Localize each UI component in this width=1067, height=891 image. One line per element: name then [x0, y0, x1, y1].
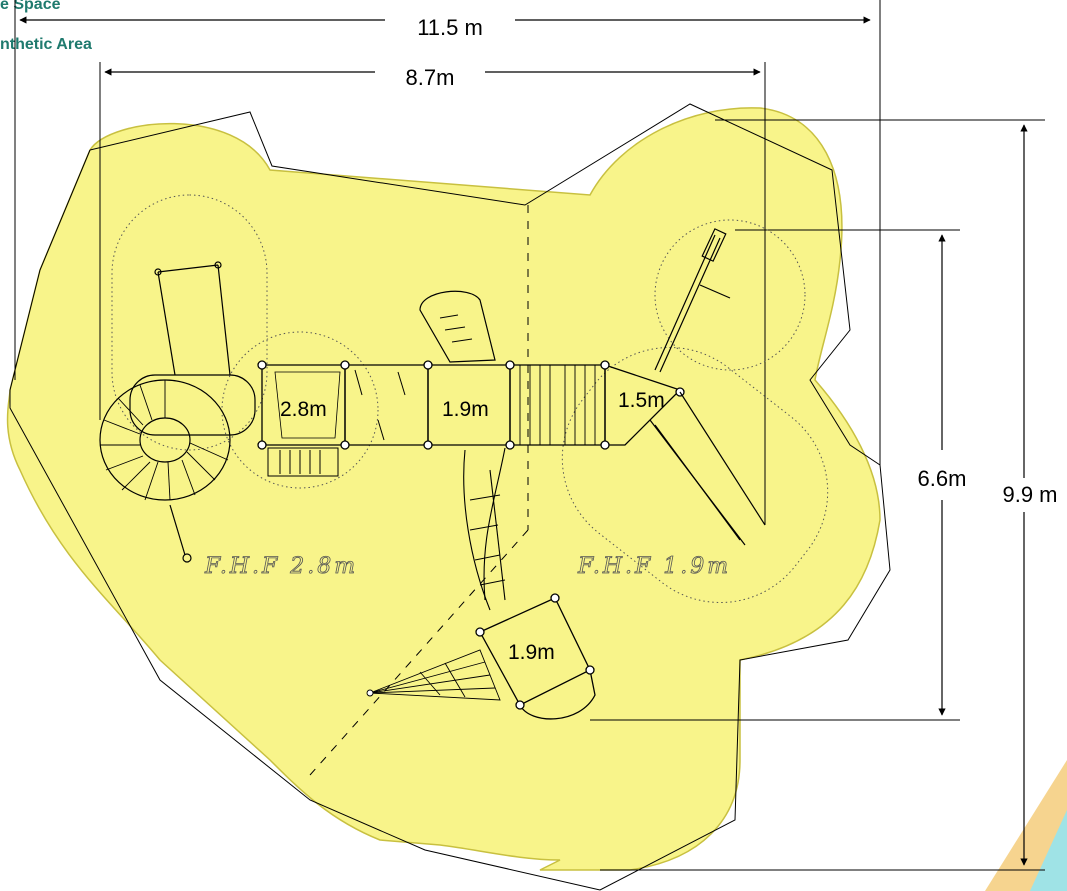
wave-slide	[419, 290, 496, 363]
safety-zone	[6, 107, 881, 871]
height-label-lower-deck: 1.9m	[508, 641, 555, 664]
dim-structure-width: 8.7m	[406, 65, 455, 90]
height-label-left-tower: 2.8m	[280, 398, 327, 421]
use-zones	[111, 194, 829, 604]
height-label-right-deck: 1.5m	[618, 389, 665, 412]
ramp-poles	[649, 391, 766, 546]
fall-height-label-left: F.H.F 2.8m	[204, 554, 358, 579]
dim-overall-depth: 9.9 m	[1002, 482, 1057, 507]
corner-accent-teal	[1030, 810, 1067, 891]
lower-deck	[475, 593, 596, 720]
dim-overall-width: 11.5 m	[417, 15, 483, 40]
use-zone-ramp	[561, 346, 829, 604]
use-zone-climber	[654, 219, 806, 371]
legend-synthetic-area: nthetic Area	[0, 36, 92, 53]
left-ladder	[154, 261, 231, 376]
right-deck	[604, 364, 682, 446]
left-steps	[267, 447, 339, 477]
climber-pole	[654, 228, 731, 373]
free-space-outline	[9, 103, 891, 891]
use-zone-slide	[111, 194, 268, 451]
structure-decks	[257, 360, 685, 450]
fall-height-label-right: F.H.F 1.9m	[577, 554, 731, 579]
height-label-center-deck: 1.9m	[442, 398, 489, 421]
use-zone-tower	[221, 331, 379, 489]
twisted-climber	[463, 447, 506, 611]
dim-structure-depth: 6.6m	[918, 466, 967, 491]
net-climber	[366, 649, 501, 701]
zone-divider-diagonal	[309, 529, 529, 776]
spiral-slide	[99, 374, 256, 563]
